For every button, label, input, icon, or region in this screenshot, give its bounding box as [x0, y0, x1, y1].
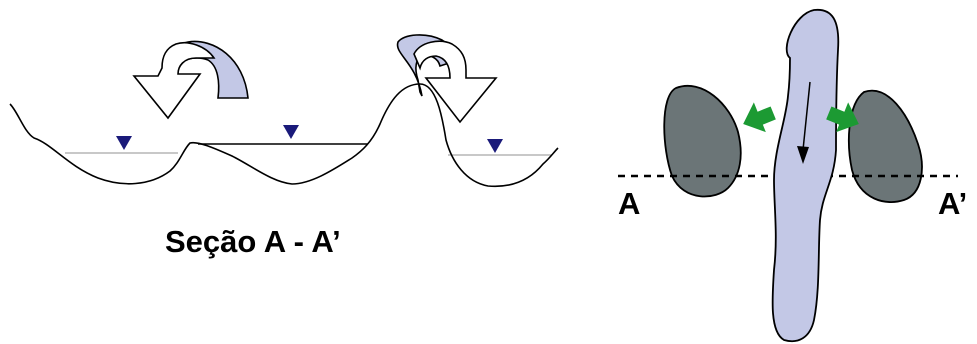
curved-arrow-icon: [132, 40, 249, 120]
flow-direction-arrow-icon: [797, 81, 811, 164]
river-channel: [771, 9, 840, 342]
cross-section: Seção A - A’: [9, 34, 559, 259]
seepage-arrow-icon: [826, 102, 859, 133]
point-a-label: A: [618, 186, 640, 221]
curved-arrow-icon: [396, 34, 498, 124]
water-level-marker-icon: [283, 125, 299, 139]
water-level-marker-icon: [116, 136, 132, 150]
curved-arrow-head: [132, 42, 216, 120]
section-caption: Seção A - A’: [165, 224, 341, 259]
water-level-marker-icon: [487, 139, 503, 153]
seepage-arrow-icon: [743, 102, 776, 133]
curved-arrow-head: [413, 40, 498, 124]
terrain-profile: [9, 83, 559, 188]
rock-outcrop-right: [848, 89, 923, 203]
rock-outcrop-left: [663, 85, 742, 198]
point-a-prime-label: A’: [938, 186, 967, 221]
plan-view: A A’: [618, 9, 967, 342]
